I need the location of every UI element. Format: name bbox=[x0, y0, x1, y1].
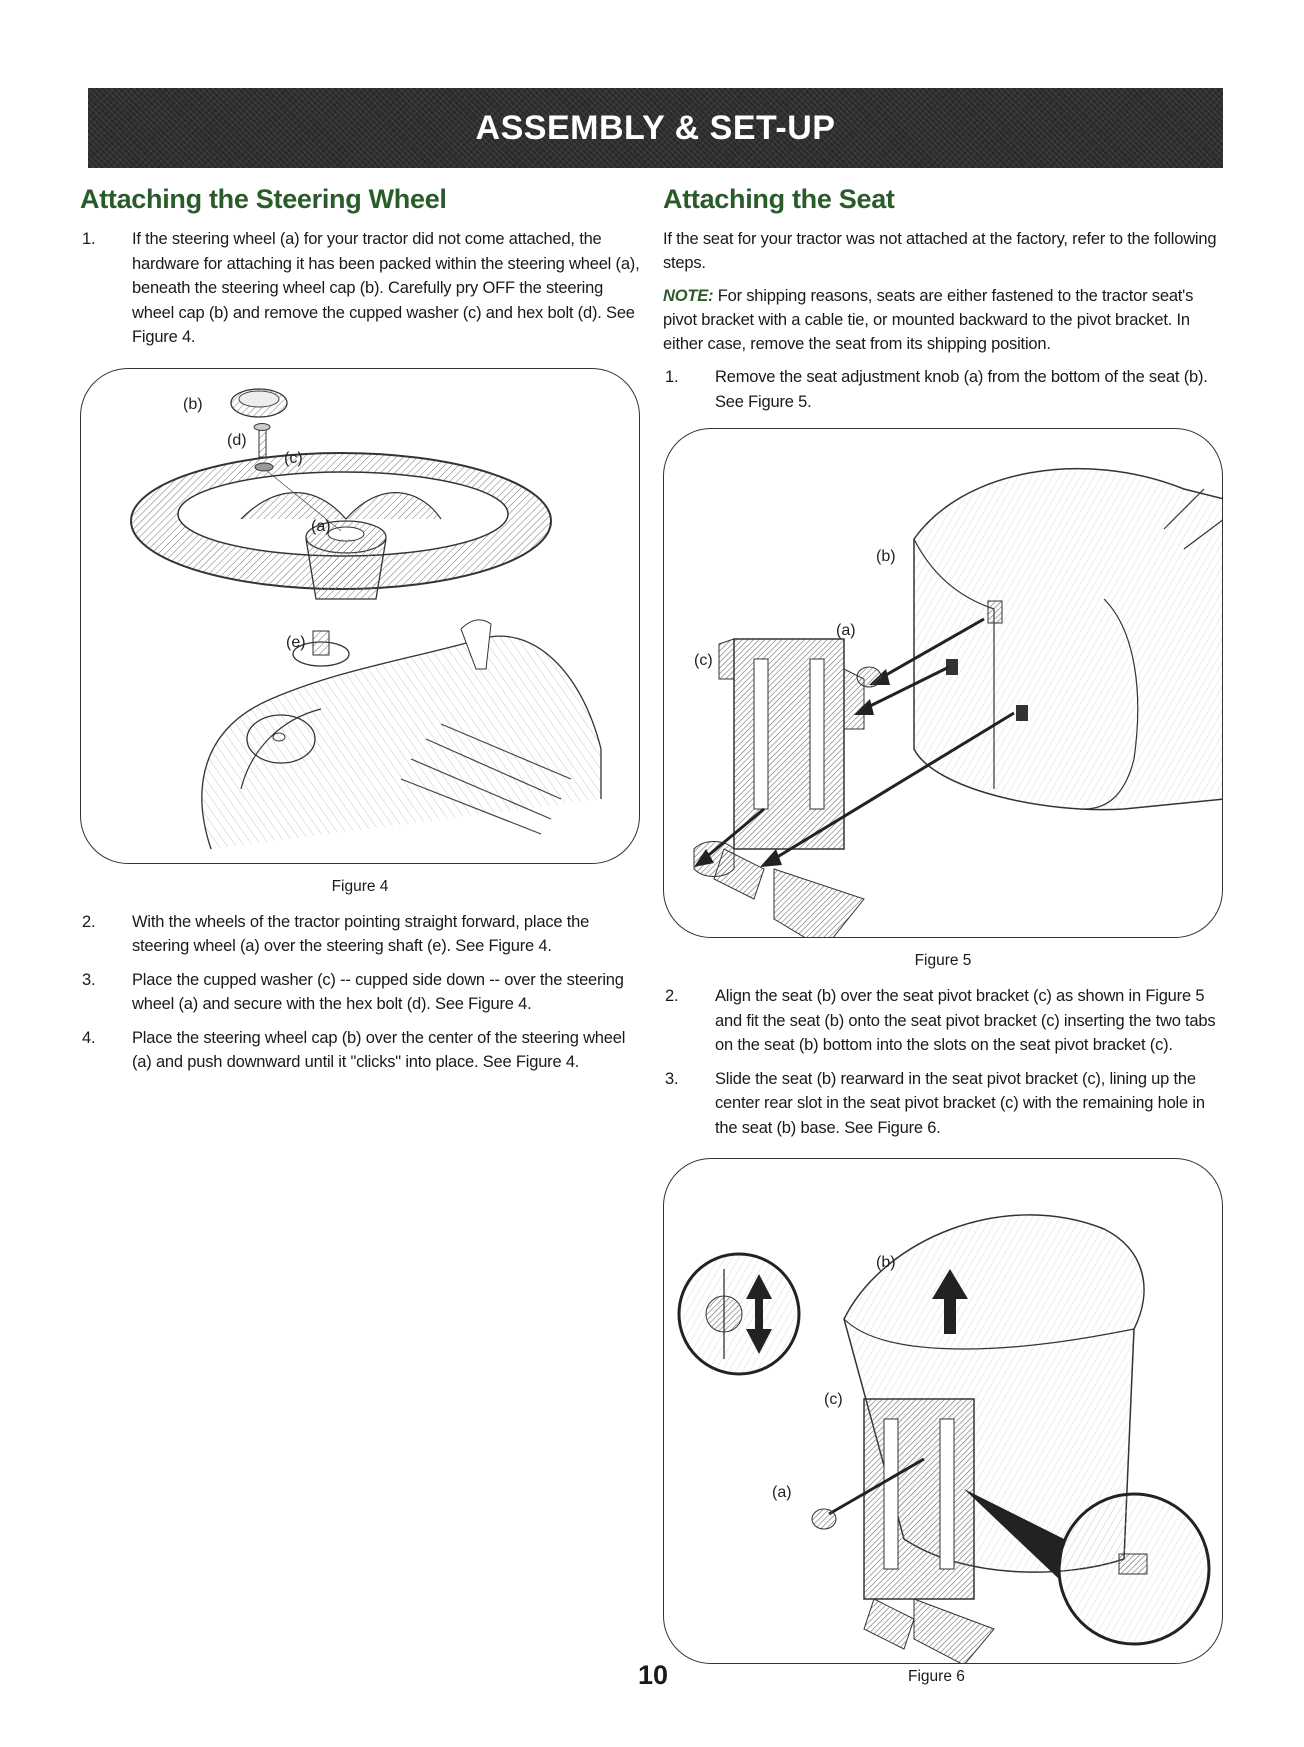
step-text: Place the steering wheel cap (b) over th… bbox=[132, 1028, 626, 1072]
figure-4: (b) (d) (c) (a) (e) bbox=[80, 367, 640, 864]
seat-install-illustration: (b) (c) (a) bbox=[677, 1214, 1211, 1663]
figure-4-label-a: (a) bbox=[311, 518, 331, 535]
step-text: Place the cupped washer (c) -- cupped si… bbox=[132, 970, 624, 1014]
note-text: For shipping reasons, seats are either f… bbox=[663, 287, 1194, 353]
figure-5-label-b: (b) bbox=[876, 548, 896, 565]
figure-4-label-b: (b) bbox=[183, 396, 203, 413]
steering-heading: Attaching the Steering Wheel bbox=[80, 184, 447, 214]
steering-wheel-illustration: (b) (d) (c) (a) (e) bbox=[130, 387, 602, 849]
figure-6-label-b: (b) bbox=[876, 1254, 896, 1271]
step-text: With the wheels of the tractor pointing … bbox=[132, 912, 590, 956]
figure-5: (b) (a) (c) bbox=[663, 428, 1223, 938]
figure-6-caption: Figure 6 bbox=[908, 1668, 965, 1685]
figure-6: (b) (c) (a) bbox=[663, 1158, 1223, 1664]
step-text: Slide the seat (b) rearward in the seat … bbox=[715, 1069, 1205, 1137]
seat-section: Attaching the Seat If the seat for your … bbox=[663, 184, 1223, 1664]
figure-4-label-e: (e) bbox=[286, 634, 306, 651]
step-text: Align the seat (b) over the seat pivot b… bbox=[715, 987, 1216, 1054]
step-number: 4. bbox=[82, 1028, 96, 1047]
figure-4-label-d: (d) bbox=[227, 432, 247, 449]
seat-heading: Attaching the Seat bbox=[663, 184, 895, 214]
page-number: 10 bbox=[638, 1660, 669, 1690]
step-number: 2. bbox=[665, 987, 679, 1005]
steering-step: 1. If the steering wheel (a) for your tr… bbox=[80, 227, 640, 350]
seat-intro: If the seat for your tractor was not att… bbox=[663, 230, 1217, 272]
figure-6-label-c: (c) bbox=[824, 1391, 843, 1408]
step-number: 1. bbox=[665, 368, 679, 386]
note-label: NOTE: bbox=[663, 287, 714, 305]
banner-title: ASSEMBLY & SET-UP bbox=[475, 108, 836, 147]
seat-note: NOTE: For shipping reasons, seats are ei… bbox=[663, 284, 1223, 356]
steering-step: 4. Place the steering wheel cap (b) over… bbox=[80, 1026, 640, 1075]
step-number: 3. bbox=[82, 970, 96, 989]
section-banner: ASSEMBLY & SET-UP bbox=[88, 88, 1223, 168]
steering-step: 3. Place the cupped washer (c) -- cupped… bbox=[80, 968, 640, 1017]
step-number: 2. bbox=[82, 912, 96, 931]
step-number: 1. bbox=[82, 230, 96, 248]
seat-step: 2. Align the seat (b) over the seat pivo… bbox=[663, 984, 1223, 1058]
figure-4-label-c: (c) bbox=[284, 450, 303, 467]
step-text: Remove the seat adjustment knob (a) from… bbox=[715, 368, 1208, 411]
figure-6-label-a: (a) bbox=[772, 1484, 792, 1501]
figure-5-label-a: (a) bbox=[836, 622, 856, 639]
steering-step: 2. With the wheels of the tractor pointi… bbox=[80, 910, 640, 959]
figure-5-caption: Figure 5 bbox=[914, 952, 972, 969]
seat-removal-illustration: (b) (a) (c) bbox=[693, 467, 1222, 937]
seat-step: 3. Slide the seat (b) rearward in the se… bbox=[663, 1067, 1223, 1141]
step-number: 3. bbox=[665, 1069, 679, 1088]
seat-step: 1. Remove the seat adjustment knob (a) f… bbox=[663, 365, 1223, 414]
steering-wheel-section: Attaching the Steering Wheel 1. If the s… bbox=[80, 184, 640, 1084]
figure-4-caption: Figure 4 bbox=[331, 877, 389, 895]
step-text: If the steering wheel (a) for your tract… bbox=[132, 230, 640, 346]
figure-5-label-c: (c) bbox=[694, 652, 713, 669]
